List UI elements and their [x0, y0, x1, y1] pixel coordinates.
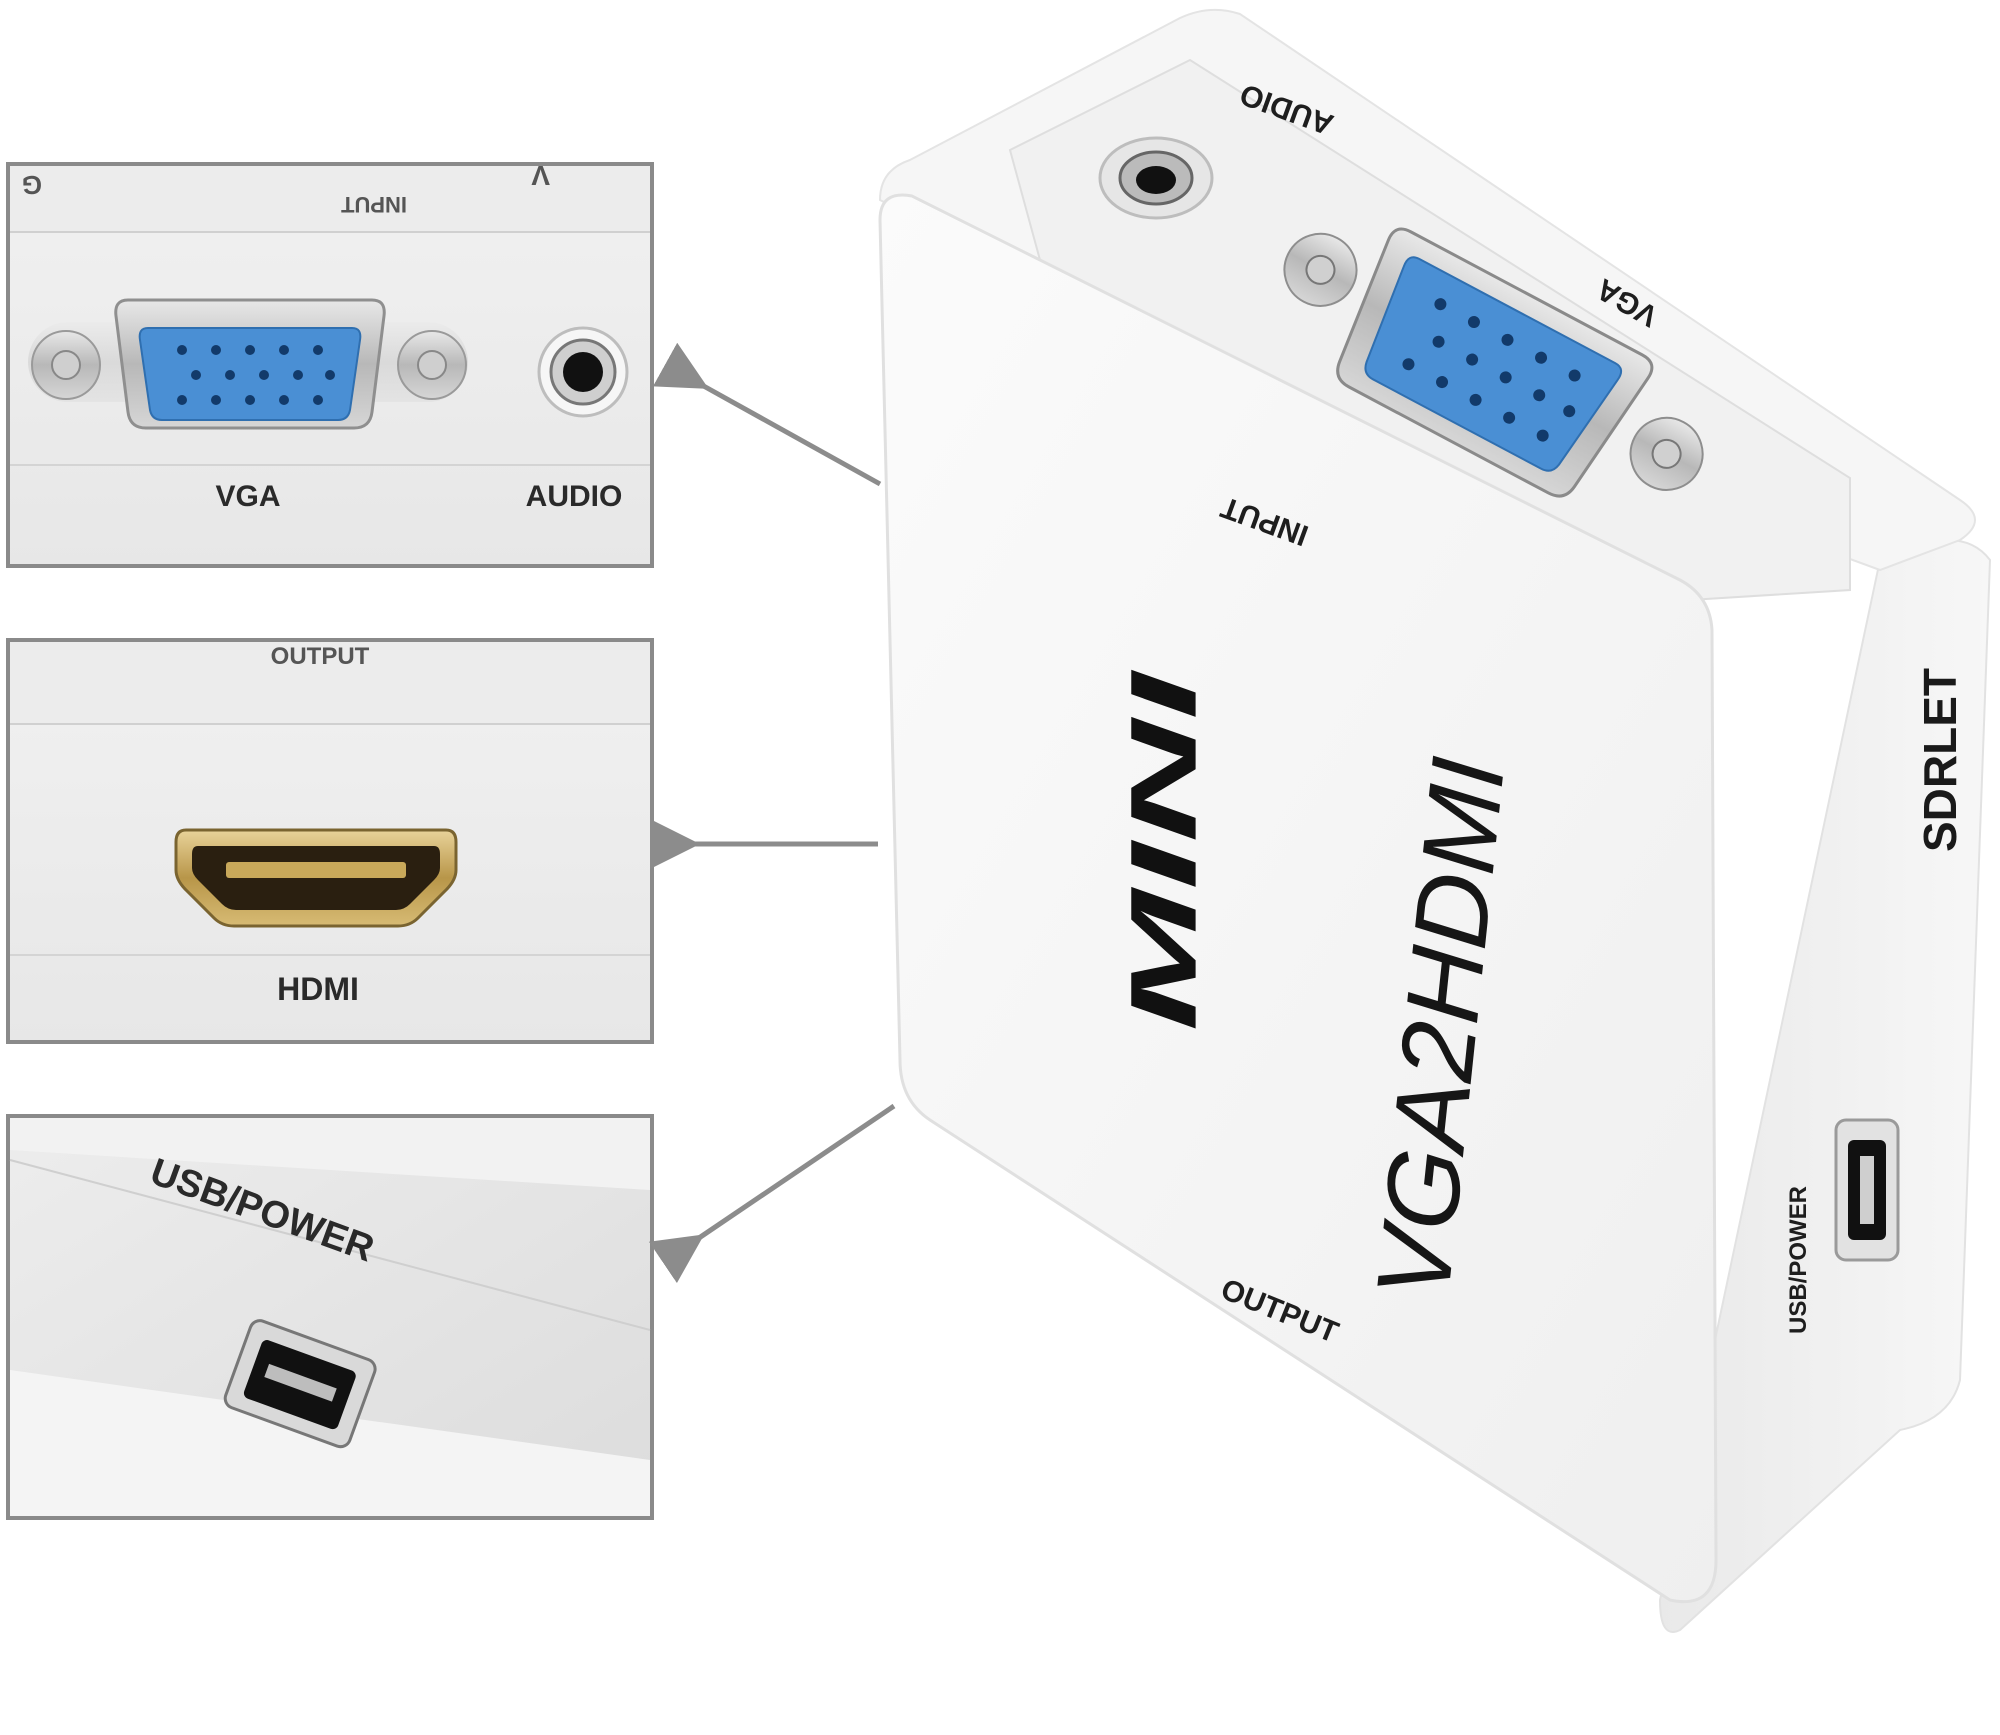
brand-label: SDRLET — [1914, 668, 1966, 852]
vga-label: VGA — [215, 480, 280, 513]
arrow-icon — [648, 1103, 896, 1284]
usb-detail-panel: USB/POWER — [6, 1114, 654, 1520]
vga2hdmi-device: AUDIO VGA INPUT MINI VGA2HDMI OUTPUT USB… — [878, 8, 1992, 1633]
mini-logo: MINI — [1112, 669, 1216, 1031]
cut-label-output: OUTPUT — [271, 643, 370, 670]
vga-port-icon — [1283, 227, 1704, 498]
hdmi-label: HDMI — [277, 971, 359, 1007]
audio-label: AUDIO — [526, 480, 623, 513]
audio-jack-icon — [1098, 136, 1214, 220]
usb-port-icon — [1834, 1118, 1900, 1262]
vga-audio-detail-panel: G INPUT V VGA AUDIO — [6, 160, 654, 568]
cut-label-input: INPUT — [340, 192, 407, 217]
side-usb-power-label: USB/POWER — [1785, 1186, 1812, 1334]
cut-label-v: V — [531, 160, 550, 191]
arrow-icon — [652, 342, 882, 487]
audio-jack-icon — [537, 326, 629, 418]
hdmi-detail-panel: OUTPUT HDMI — [6, 638, 654, 1044]
usb-port-icon — [223, 1319, 377, 1449]
hdmi-port-icon — [174, 828, 458, 928]
callout-arrows — [648, 342, 896, 1284]
vga-port-icon — [28, 298, 468, 430]
cut-label-g: G — [22, 170, 42, 200]
